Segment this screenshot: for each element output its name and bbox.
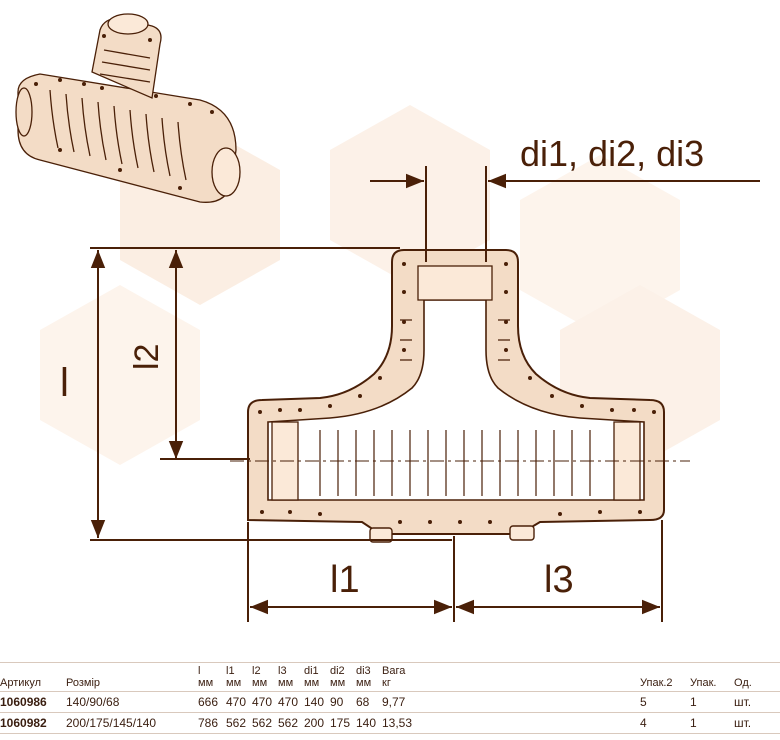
- col-size: Розмір: [66, 677, 101, 689]
- cell-pack: 1: [690, 712, 734, 734]
- cell-l3: 470: [278, 691, 304, 713]
- fitting-3d-illustration: [15, 13, 241, 203]
- col-pack: Упак.: [690, 677, 717, 689]
- cell-l: 786: [198, 712, 226, 734]
- cell-di2: 90: [330, 691, 356, 713]
- specification-table: l l1 l2 l3 di1 di2 di3 Вага Артикул Розм…: [0, 662, 780, 734]
- cell-l2: 470: [252, 691, 278, 713]
- table-header-names: l l1 l2 l3 di1 di2 di3 Вага: [0, 662, 780, 677]
- cell-pack2: 5: [640, 691, 690, 713]
- col-weight: Вага: [382, 662, 640, 677]
- col-di1: di1: [304, 662, 330, 677]
- label-l1: l1: [330, 559, 360, 601]
- col-l: l: [198, 662, 226, 677]
- cell-unit: шт.: [734, 712, 780, 734]
- col-unit: Од.: [734, 677, 752, 689]
- wall-dots: [258, 262, 656, 524]
- unit-mm: мм: [198, 677, 214, 689]
- cell-size: 200/175/145/140: [66, 712, 198, 734]
- cell-article: 1060986: [0, 691, 66, 713]
- cell-di3: 140: [356, 712, 382, 734]
- tee-section-drawing: [230, 249, 690, 543]
- cell-l1: 470: [226, 691, 252, 713]
- cell-pack2: 4: [640, 712, 690, 734]
- label-l3: l3: [544, 559, 574, 601]
- table-header-units: Артикул Розмір мм мм мм мм мм мм мм кг У…: [0, 677, 780, 692]
- cell-l2: 562: [252, 712, 278, 734]
- tee-inner-bore: [267, 299, 645, 501]
- unit-mm: мм: [278, 677, 294, 689]
- label-di: di1, di2, di3: [520, 133, 704, 174]
- dimension-lines: [90, 166, 760, 622]
- col-l1: l1: [226, 662, 252, 677]
- cell-di2: 175: [330, 712, 356, 734]
- table-row: 1060982 200/175/145/140 786 562 562 562 …: [0, 712, 780, 734]
- col-di2: di2: [330, 662, 356, 677]
- cell-di1: 140: [304, 691, 330, 713]
- col-di3: di3: [356, 662, 382, 677]
- col-l3: l3: [278, 662, 304, 677]
- cell-article: 1060982: [0, 712, 66, 734]
- cell-l1: 562: [226, 712, 252, 734]
- cell-pack: 1: [690, 691, 734, 713]
- unit-mm: мм: [226, 677, 242, 689]
- latch-right: [509, 525, 535, 541]
- latch-left: [369, 527, 393, 543]
- cell-l3: 562: [278, 712, 304, 734]
- unit-mm: мм: [330, 677, 346, 689]
- unit-mm: мм: [252, 677, 268, 689]
- corrugation-ribs: [319, 319, 591, 496]
- col-l2: l2: [252, 662, 278, 677]
- unit-mm: мм: [356, 677, 372, 689]
- label-l2: l2: [128, 344, 166, 370]
- cell-unit: шт.: [734, 691, 780, 713]
- tee-fitting-drawing: di1, di2, di3 l l2 l1 l3: [15, 13, 760, 622]
- dimension-labels: di1, di2, di3 l l2 l1 l3: [60, 133, 704, 601]
- cell-weight: 9,77: [382, 691, 640, 713]
- cell-di3: 68: [356, 691, 382, 713]
- watermark-background: [40, 105, 720, 465]
- cell-size: 140/90/68: [66, 691, 198, 713]
- unit-mm: мм: [304, 677, 320, 689]
- col-article: Артикул: [0, 677, 42, 689]
- col-pack2: Упак.2: [640, 677, 673, 689]
- cell-l: 666: [198, 691, 226, 713]
- table-row: 1060986 140/90/68 666 470 470 470 140 90…: [0, 691, 780, 713]
- cell-weight: 13,53: [382, 712, 640, 734]
- label-l: l: [60, 361, 69, 405]
- unit-kg: кг: [382, 677, 391, 689]
- cell-di1: 200: [304, 712, 330, 734]
